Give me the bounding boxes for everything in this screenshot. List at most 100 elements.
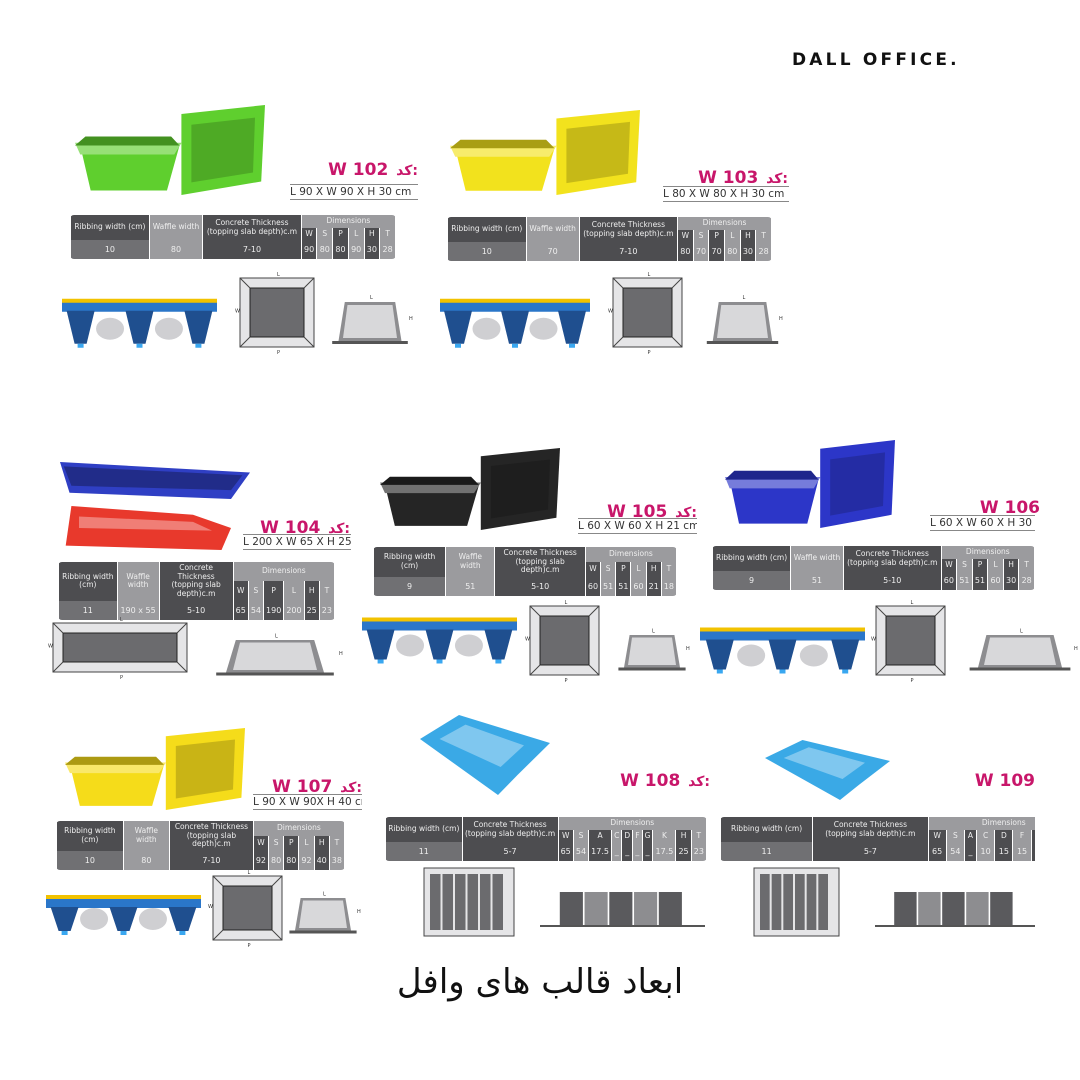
dim-value-d: _ (622, 842, 633, 862)
dim-value-w: 90 (301, 240, 317, 260)
diagram-label: L (565, 600, 568, 606)
header-label: (topping slab depth)c.m (825, 828, 916, 838)
dim-header-c: C (977, 829, 995, 843)
dim-value-w: 92 (253, 850, 269, 871)
header-label: Dimensions (326, 216, 371, 225)
elev-diagram: LH (618, 629, 690, 671)
diagram-label: W (208, 904, 213, 910)
dim-value-h: 40 (314, 850, 329, 871)
header-label: Ribbing width (cm) (731, 824, 803, 834)
product-code-value: W 107 (272, 777, 333, 797)
planlong-diagram: LWP (48, 617, 188, 680)
dim-value-p: 51 (616, 576, 631, 597)
plan-diagram: LWP (871, 600, 946, 683)
dim-header-t: T (756, 229, 771, 243)
dim-value-l: 60 (988, 571, 1003, 591)
diagram-label: H (339, 651, 343, 657)
product-code-label: کد: (683, 774, 710, 790)
header-ribbing-width: Ribbing width (cm) (59, 562, 117, 601)
diagram-label: P (120, 675, 123, 680)
header-ribbing-width: Ribbing width (cm) (721, 817, 813, 843)
header-label: Concrete Thickness (855, 549, 929, 558)
dim-header-s: S (248, 581, 264, 601)
product-size: L 60 X W 60 X H 30 cm (930, 515, 1035, 531)
dim-header-p: P (972, 558, 988, 572)
header-label: (topping slab depth)c.m (206, 226, 298, 236)
dim-header-h: H (676, 829, 691, 843)
header-label: Ribbing width (cm) (62, 571, 114, 590)
header-ribbing-width: Ribbing width (cm) (374, 547, 446, 577)
dim-value-c: _ (612, 842, 622, 862)
dim-value-p: 190 (264, 600, 284, 620)
ribbing-width-value: 10 (57, 850, 123, 871)
multielev-diagram (540, 892, 705, 927)
dim-header-k: K (653, 829, 676, 843)
product-code: W 104 کد: (240, 518, 350, 538)
header-label: Concrete Thickness (591, 220, 665, 229)
product-code-value: W 106 (979, 498, 1040, 518)
dim-header-s: S (693, 229, 709, 243)
header-label: Waffle width (126, 571, 150, 590)
header-dimensions: Dimensions (558, 817, 706, 830)
header-label: (topping slab depth)c.m (186, 830, 237, 849)
dim-header-w: W (941, 558, 957, 572)
waffle-mold-image (450, 110, 640, 195)
header-ribbing-width: Ribbing width (cm) (448, 217, 526, 243)
header-label: Waffle width (793, 553, 841, 563)
dim-value-t: 38 (329, 850, 344, 871)
spec-table: Ribbing width (cm)Concrete Thickness(top… (385, 817, 707, 862)
elev-diagram: LH (969, 629, 1078, 671)
dim-header-h: H (1003, 558, 1019, 572)
dim-value-g: 10 (1031, 842, 1035, 862)
dim-value-t: 28 (1019, 571, 1034, 591)
diagram-label: W (871, 637, 876, 643)
dim-header-l: L (631, 561, 646, 577)
dim-value-s: 54 (248, 600, 264, 620)
diagram-label: L (370, 295, 373, 301)
dim-header-s: S (957, 558, 972, 572)
waffle-width-value: 51 (791, 571, 843, 591)
diagram-label: P (248, 943, 251, 948)
concrete-thickness-value: 7-10 (579, 242, 678, 262)
header-waffle-width: Waffle width (123, 821, 170, 851)
product-code-label: کد: (391, 163, 418, 179)
waffle-mold-image (60, 462, 250, 550)
header-label: (topping slab depth)c.m (464, 828, 556, 838)
diagram-label: L (652, 629, 655, 635)
header-label: (topping slab depth)c.m (171, 580, 221, 598)
diagram-label: W (608, 309, 613, 315)
dim-header-s: S (269, 835, 284, 851)
dim-header-d: D (622, 829, 633, 843)
dim-value-s: 51 (957, 571, 972, 591)
dim-header-h: H (646, 561, 661, 577)
header-ribbing-width: Ribbing width (cm) (386, 817, 462, 843)
dim-header-c: C (612, 829, 622, 843)
dim-value-t: 28 (756, 242, 771, 262)
multiplan-diagram (423, 867, 515, 937)
dim-header-l: L (988, 558, 1003, 572)
product-code: W 102 کد: (300, 160, 418, 180)
brand-logo: DALL OFFICE. (792, 50, 960, 70)
header-label: (topping slab depth)c.m (583, 228, 674, 238)
dim-header-l: L (348, 227, 364, 241)
dim-header-l: L (724, 229, 740, 243)
header-dimensions: Dimensions (678, 217, 771, 230)
header-label: Waffle width (529, 224, 576, 234)
waffle-mold-image (725, 440, 895, 528)
dim-header-t: T (380, 227, 395, 241)
header-concrete-thickness: Concrete Thickness(topping slab depth)c.… (843, 546, 941, 572)
header-label: Dimensions (702, 218, 747, 227)
dim-header-s: S (573, 829, 589, 843)
ribbing-width-value: 10 (71, 240, 149, 260)
